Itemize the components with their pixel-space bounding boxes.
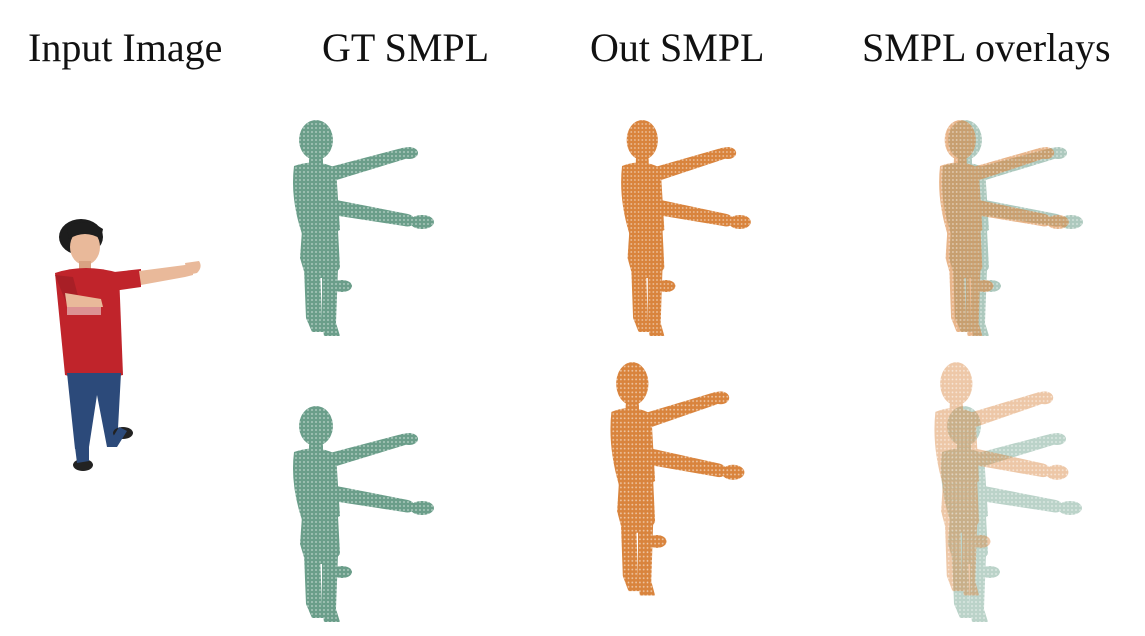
header-input-image: Input Image: [28, 25, 223, 70]
out-smpl-mesh-1: [621, 120, 751, 336]
out-smpl-mesh-2: [610, 362, 745, 596]
header-gt-smpl: GT SMPL: [322, 25, 490, 70]
gt-smpl-mesh-2: [293, 406, 434, 622]
gt-smpl-mesh-1: [293, 120, 434, 336]
header-out-smpl: Out SMPL: [590, 25, 765, 70]
input-person-photo: [55, 219, 201, 471]
smpl-overlay-1: [939, 120, 1083, 336]
header-smpl-overlays: SMPL overlays: [862, 25, 1111, 70]
smpl-overlay-2: [934, 362, 1082, 622]
